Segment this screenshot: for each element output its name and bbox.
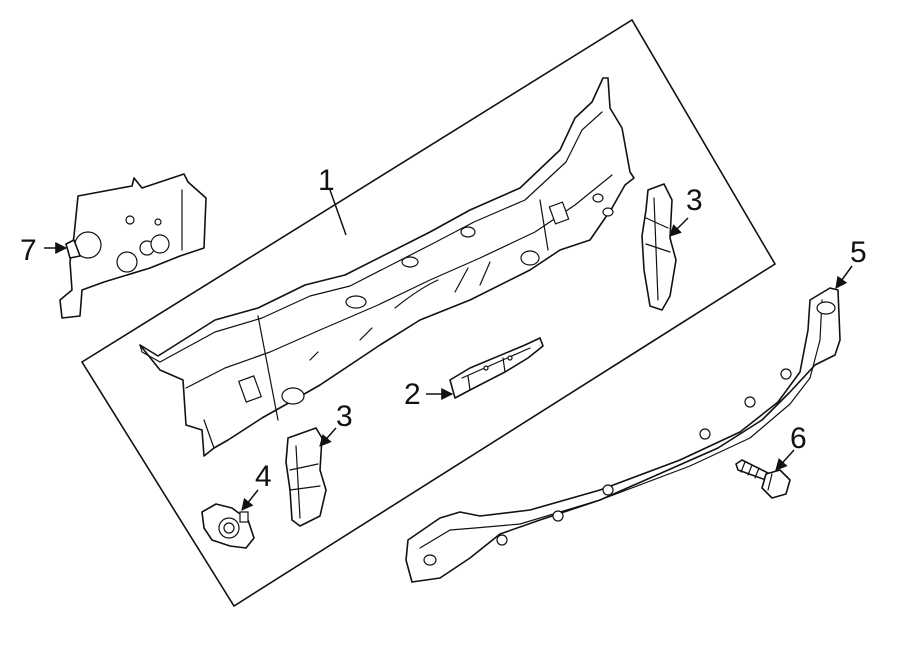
callout-3-lower: 3: [336, 400, 353, 433]
part-3-bracket-upper: [641, 183, 677, 311]
rear-body-panel: [139, 77, 635, 457]
leader-3b: [319, 427, 337, 447]
leader-4: [241, 489, 259, 511]
part-3-bracket-lower: [285, 427, 327, 527]
part-5-reinforcement: [405, 287, 841, 583]
leader-1: [329, 189, 347, 236]
callout-4: 4: [255, 460, 272, 493]
assembly-frame: [80, 18, 777, 608]
callout-5: 5: [850, 236, 867, 269]
part-6-bolt: [735, 459, 791, 499]
callout-1: 1: [318, 164, 335, 197]
leader-3a: [669, 217, 689, 237]
callout-6: 6: [790, 422, 807, 455]
leader-5: [835, 265, 853, 289]
callout-3-upper: 3: [686, 184, 703, 217]
part-7-bracket-panel: [59, 173, 207, 319]
part-2-bracket: [449, 337, 544, 399]
part-4-bracket: [201, 503, 255, 549]
callout-7: 7: [20, 234, 37, 267]
leader-6: [775, 449, 795, 471]
callout-2: 2: [404, 378, 421, 411]
